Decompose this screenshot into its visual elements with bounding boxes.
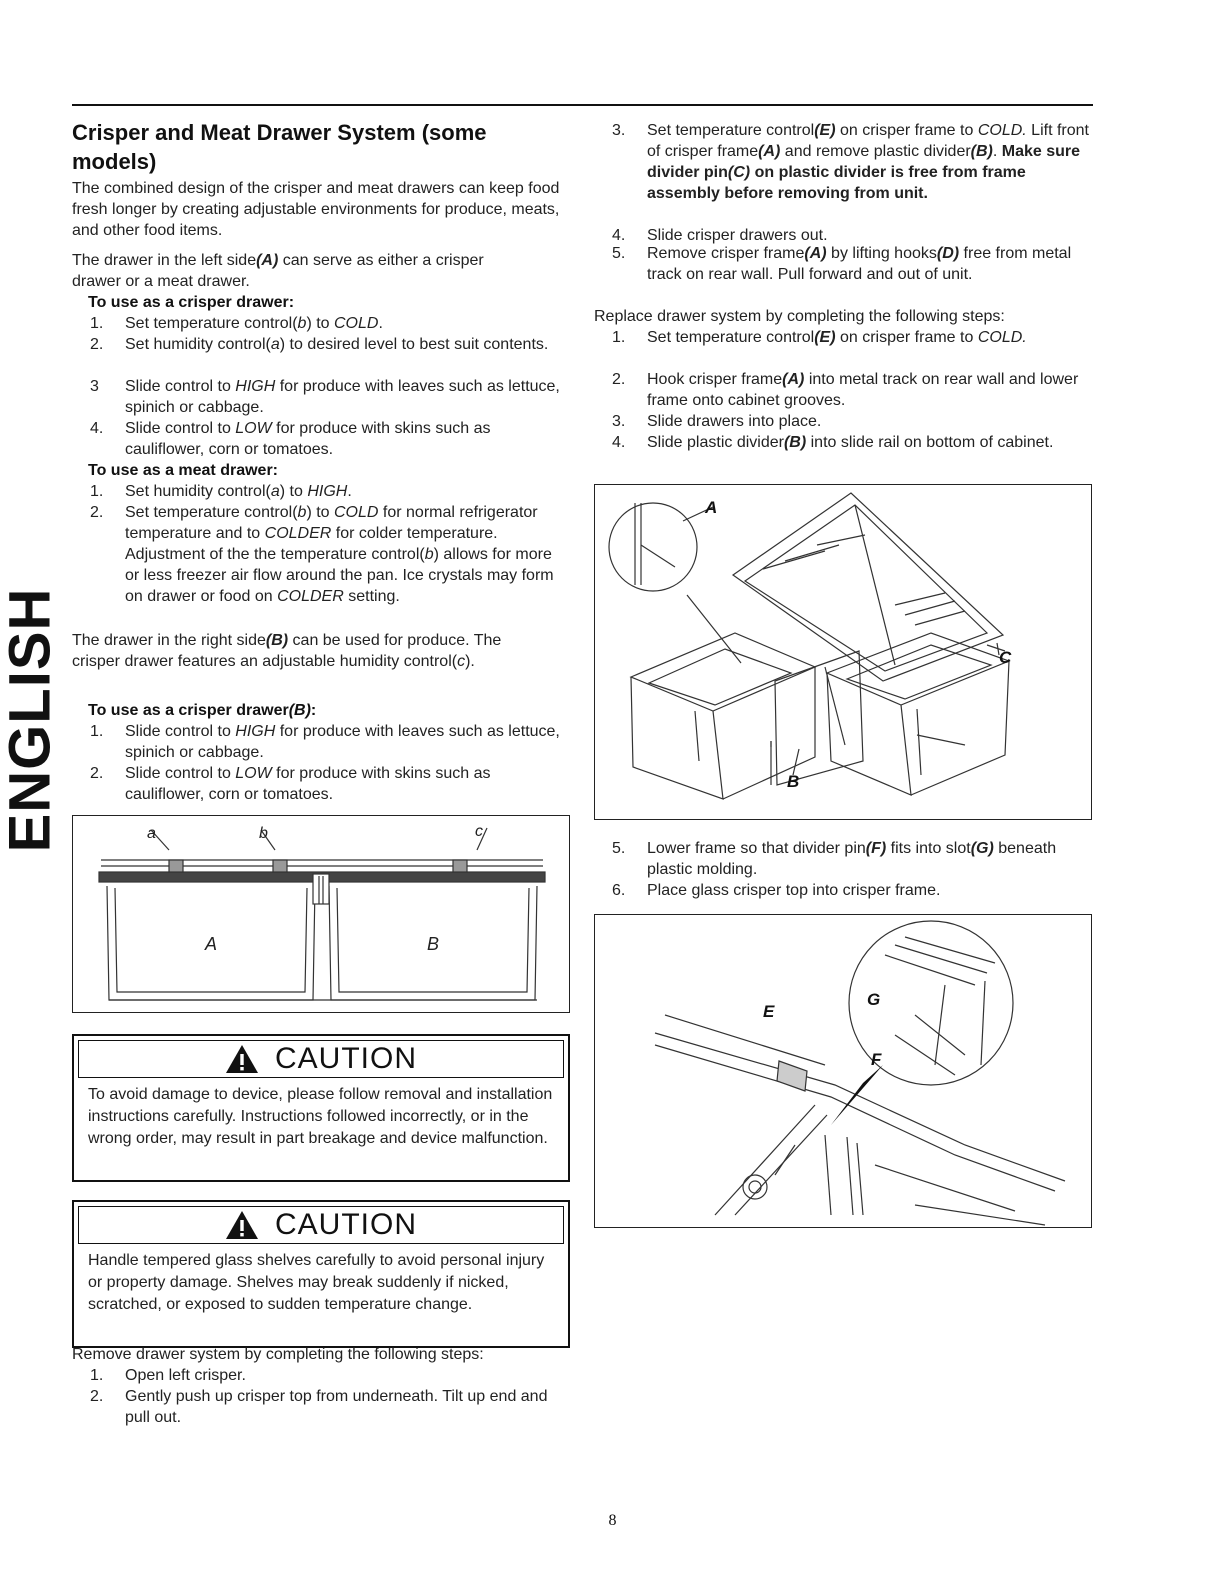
- divider-pin-diagram: E G F: [654, 920, 1066, 1226]
- list-item: 6.Place glass crisper top into crisper f…: [612, 882, 941, 899]
- crisper-heading: To use as a crisper drawer:: [88, 294, 295, 311]
- caution-box: CAUTION To avoid damage to device, pleas…: [72, 1034, 570, 1182]
- replace-intro: Replace drawer system by completing the …: [594, 308, 1005, 325]
- list-item: 1.Open left crisper.: [90, 1367, 246, 1384]
- list-item: 5.Remove crisper frame(A) by lifting hoo…: [612, 245, 1072, 283]
- list-item: 3.Set temperature control(E) on crisper …: [612, 122, 1089, 202]
- label-C: C: [999, 648, 1012, 667]
- label-E: E: [763, 1002, 775, 1021]
- intro-paragraph: The combined design of the crisper and m…: [72, 180, 560, 239]
- crisper-assembly-diagram: A C B: [608, 492, 1012, 800]
- caution-header: CAUTION: [78, 1040, 564, 1078]
- drawer-figure: a b c A B: [72, 815, 570, 1013]
- label-a: a: [147, 825, 156, 842]
- divider-pin-figure: E G F: [594, 914, 1092, 1228]
- detail-arrow: [831, 1065, 883, 1125]
- list-item: 1.Set temperature control(E) on crisper …: [612, 329, 1027, 346]
- right-drawer-paragraph: The drawer in the right side(B) can be u…: [72, 632, 502, 670]
- list-item: 1.Set temperature control(b) to COLD.: [90, 315, 383, 332]
- list-item: 1.Slide control to HIGH for produce with…: [90, 723, 560, 761]
- remove-intro: Remove drawer system by completing the f…: [72, 1346, 484, 1363]
- crisperB-heading: To use as a crisper drawer(B):: [88, 702, 317, 719]
- drawer-diagram: a b c A B: [98, 823, 546, 1001]
- list-item: 5.Lower frame so that divider pin(F) fit…: [612, 840, 1057, 878]
- page-number: 8: [608, 1512, 617, 1529]
- caution-text: To avoid damage to device, please follow…: [88, 1086, 553, 1147]
- list-item: 3.Slide drawers into place.: [612, 413, 822, 430]
- list-item: 2.Set temperature control(b) to COLD for…: [90, 504, 554, 605]
- top-rule: [72, 104, 1093, 106]
- list-item: 4.Slide plastic divider(B) into slide ra…: [612, 434, 1054, 451]
- list-item: 4.Slide control to LOW for produce with …: [90, 420, 491, 458]
- language-side-tab: ENGLISH: [0, 587, 63, 853]
- label-G: G: [867, 990, 880, 1009]
- list-item: 2.Slide control to LOW for produce with …: [90, 765, 491, 803]
- list-item: 2.Gently push up crisper top from undern…: [90, 1388, 548, 1426]
- label-c: c: [475, 823, 483, 840]
- section-title: Crisper and Meat Drawer System (some mod…: [72, 120, 487, 174]
- label-F: F: [871, 1050, 882, 1069]
- caution-box: CAUTION Handle tempered glass shelves ca…: [72, 1200, 570, 1348]
- label-B: B: [427, 934, 439, 954]
- list-item: 1.Set humidity control(a) to HIGH.: [90, 483, 352, 500]
- list-item: 2.Set humidity control(a) to desired lev…: [90, 336, 549, 353]
- list-item: 2.Hook crisper frame(A) into metal track…: [612, 371, 1079, 409]
- caution-text: Handle tempered glass shelves carefully …: [88, 1252, 545, 1313]
- label-b: b: [259, 825, 268, 842]
- caution-header: CAUTION: [78, 1206, 564, 1244]
- left-drawer-paragraph: The drawer in the left side(A) can serve…: [72, 252, 484, 290]
- label-A: A: [204, 934, 217, 954]
- label-B: B: [787, 772, 799, 791]
- crisper-assembly-figure: A C B: [594, 484, 1092, 820]
- label-A: A: [704, 498, 717, 517]
- warning-icon: [226, 1045, 258, 1073]
- warning-icon: [226, 1211, 258, 1239]
- meat-heading: To use as a meat drawer:: [88, 462, 278, 479]
- list-item: 4.Slide crisper drawers out.: [612, 227, 828, 244]
